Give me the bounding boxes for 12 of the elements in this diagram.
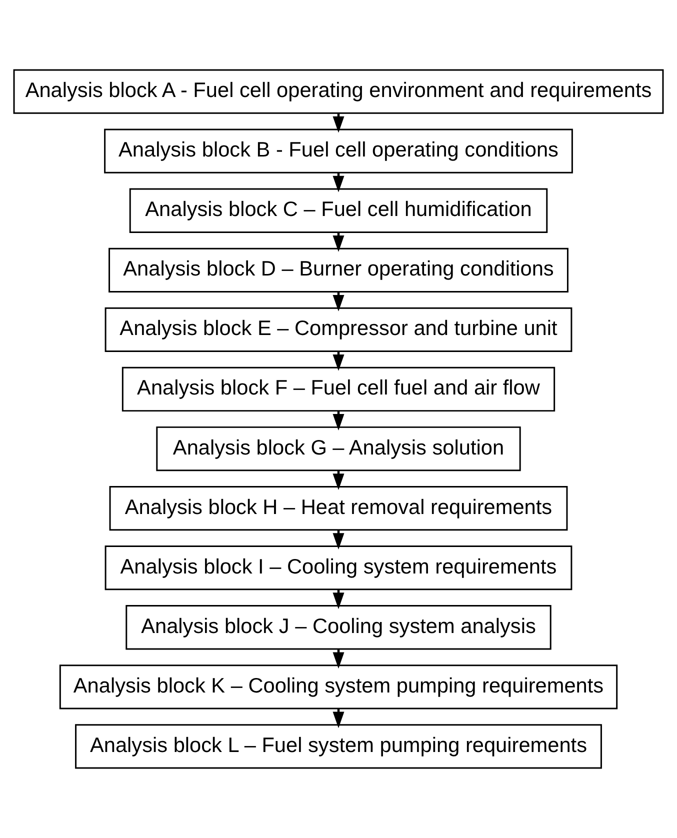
node-box: Analysis block H – Heat removal requirements bbox=[109, 486, 568, 531]
node-box: Analysis block G – Analysis solution bbox=[156, 426, 521, 472]
node-box: Analysis block F – Fuel cell fuel and air flow bbox=[122, 366, 556, 412]
node-box: Analysis block E – Compressor and turbine unit bbox=[104, 307, 572, 352]
node-box: Analysis block K – Cooling system pumping requirements bbox=[59, 664, 618, 710]
node-box: Analysis block C – Fuel cell humidification bbox=[129, 188, 548, 233]
node-box: Analysis block D – Burner operating conditions bbox=[108, 248, 568, 292]
node-box: Analysis block J – Cooling system analysis bbox=[126, 605, 552, 650]
node-box: Analysis block I – Cooling system requirements bbox=[104, 546, 572, 590]
node-box: Analysis block A - Fuel cell operating environment and requirements bbox=[13, 69, 664, 114]
node-box: Analysis block L – Fuel system pumping requirements bbox=[75, 724, 602, 769]
node-box: Analysis block B - Fuel cell operating conditions bbox=[104, 128, 573, 174]
